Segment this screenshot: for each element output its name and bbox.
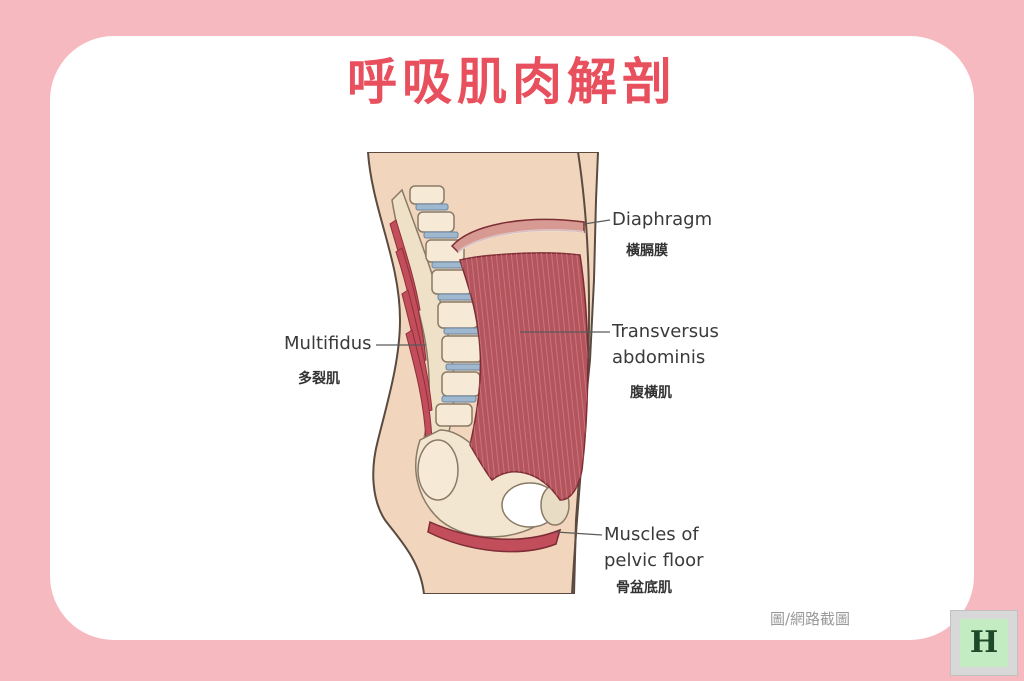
multifidus-label-zh: 多裂肌 [298,371,340,387]
multifidus-label: Multifidus [284,333,372,354]
transversus-label-line1: Transversus [612,321,719,342]
leader-lines [376,219,611,536]
pelvic-floor-label-line1: Muscles of [604,524,699,545]
page-title: 呼吸肌肉解剖 [347,53,677,111]
diaphragm-label-zh: 橫膈膜 [626,243,668,259]
pelvic-floor-label-line2: pelvic floor [604,550,704,571]
pelvic-floor-label-zh: 骨盆底肌 [616,580,672,596]
transversus-label-line2: abdominis [612,347,706,368]
image-credit: 圖/網路截圖 [770,610,851,628]
logo-letter: H [960,619,1008,667]
pelvic-floor-muscle [427,520,562,553]
multifidus-muscle [389,219,433,442]
sacrum [417,439,459,501]
diaphragm-label: Diaphragm [612,209,713,230]
logo-badge: H [950,610,1018,676]
transversus-label-zh: 腹橫肌 [630,385,672,401]
